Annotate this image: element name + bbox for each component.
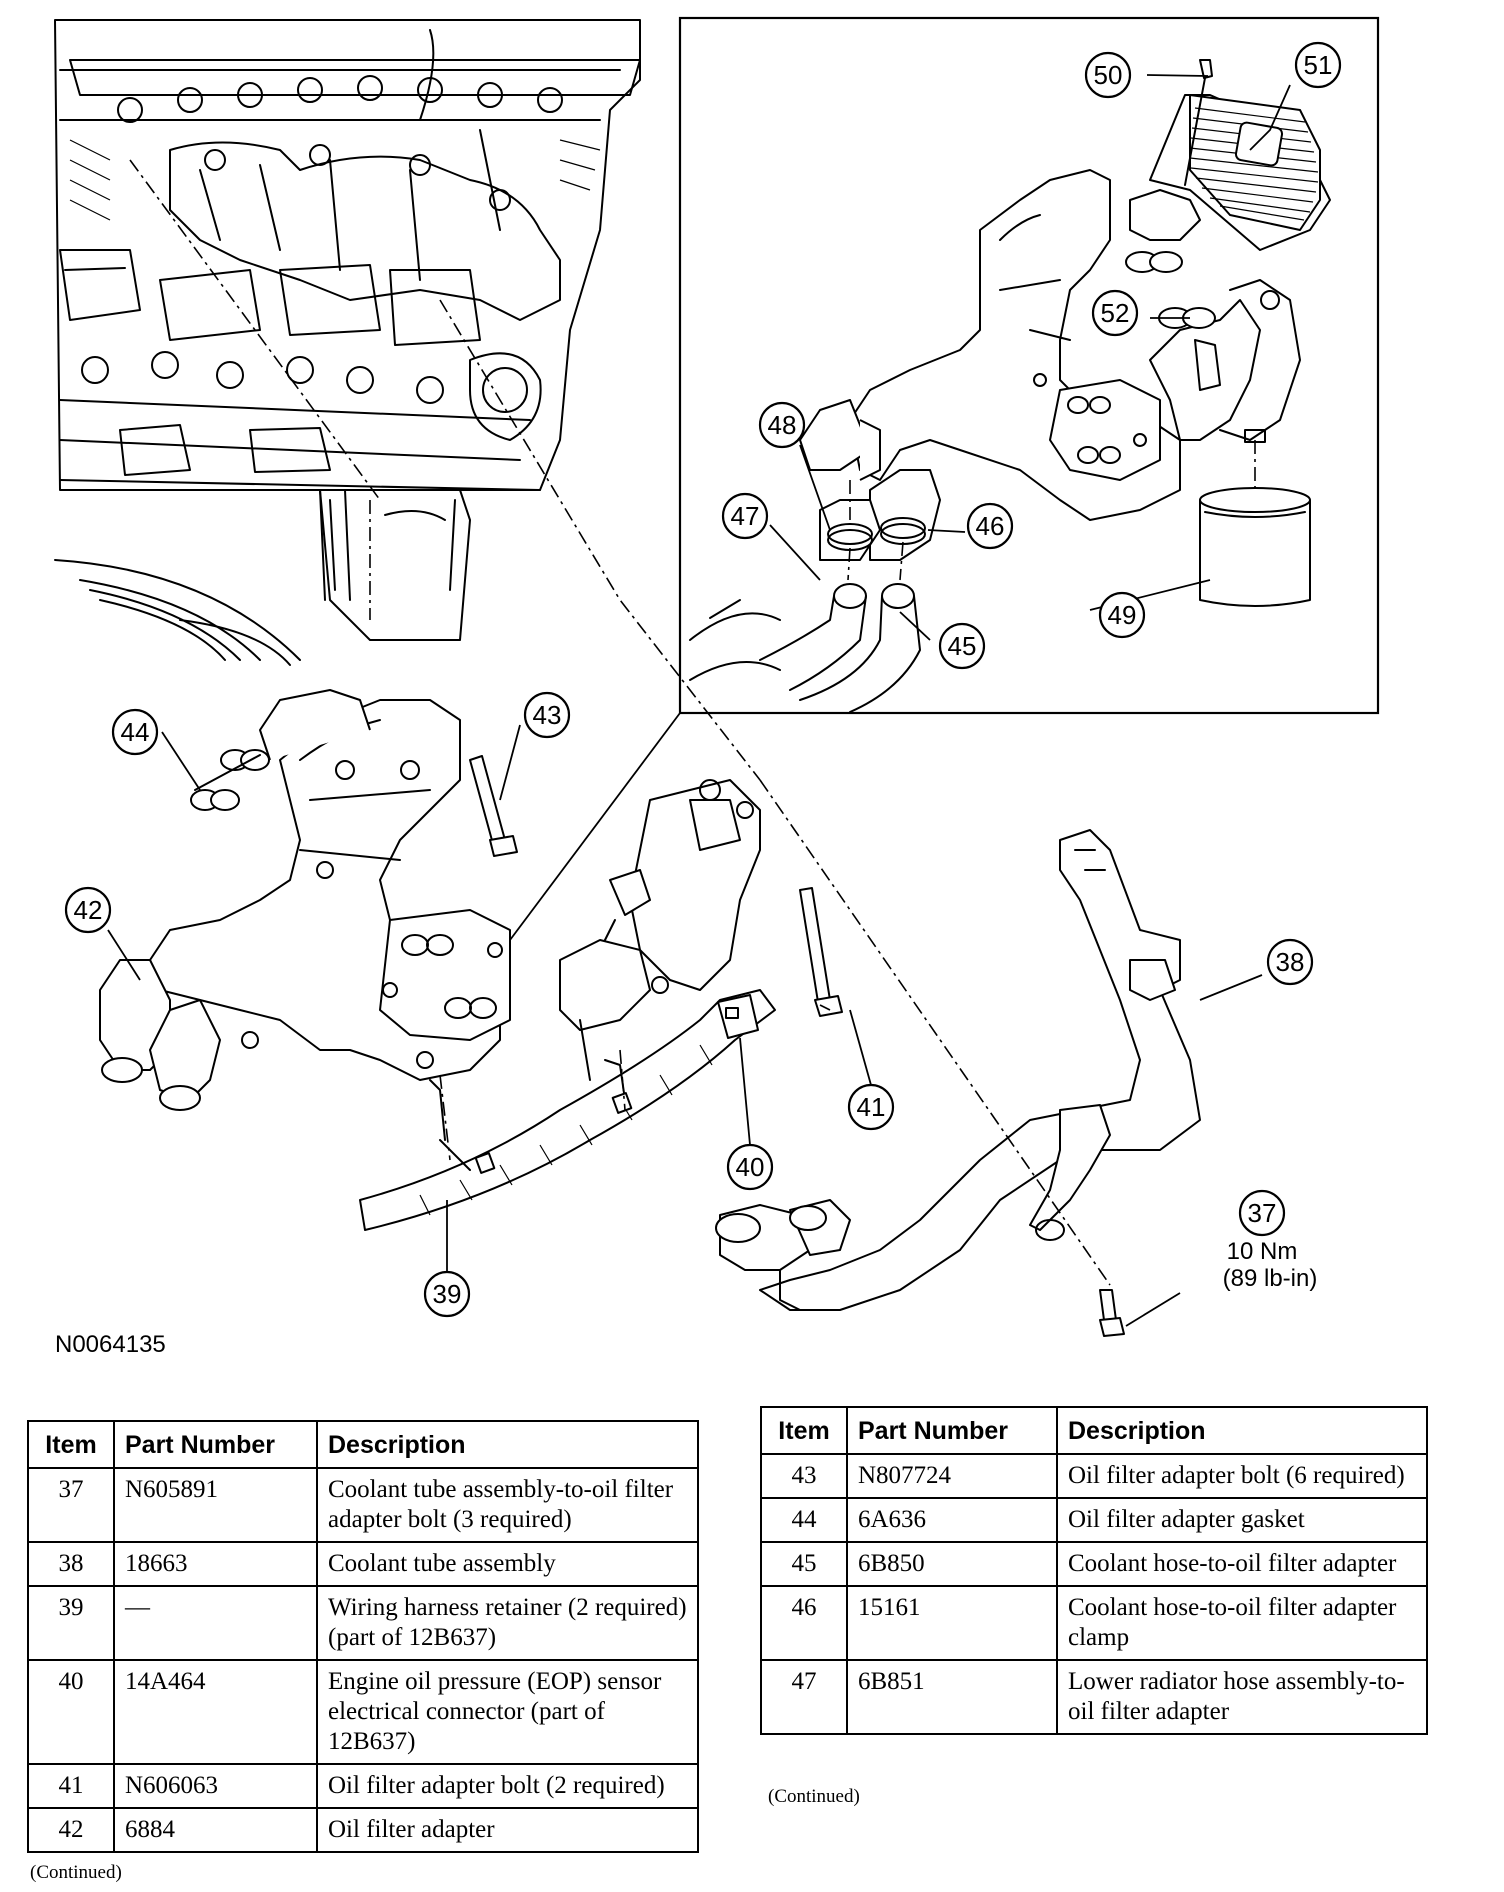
svg-text:41: 41 <box>857 1092 886 1122</box>
assembly-dash-lines <box>129 159 1111 1286</box>
cell-description: Oil filter adapter bolt (2 required) <box>316 1763 699 1809</box>
cell-item: 44 <box>760 1497 848 1543</box>
continued-note-left: (Continued) <box>30 1862 122 1883</box>
cell-part-number: N605891 <box>113 1467 318 1543</box>
cell-part-number: 18663 <box>113 1541 318 1587</box>
callout-leaders <box>107 74 1291 1327</box>
callout-52: 52 <box>1091 289 1139 337</box>
callout-40: 40 <box>726 1143 774 1191</box>
svg-text:49: 49 <box>1108 600 1137 630</box>
table-row: 38 18663 Coolant tube assembly <box>27 1541 699 1587</box>
torque-value-imperial: (89 lb-in) <box>1223 1265 1318 1292</box>
table-row: 39 — Wiring harness retainer (2 required… <box>27 1585 699 1661</box>
cell-description: Coolant hose-to-oil filter adapter clamp <box>1056 1585 1428 1661</box>
cell-description: Coolant hose-to-oil filter adapter <box>1056 1541 1428 1587</box>
cell-item: 38 <box>27 1541 115 1587</box>
cell-part-number: 6884 <box>113 1807 318 1853</box>
torque-value: 10 Nm <box>1227 1238 1298 1265</box>
svg-text:40: 40 <box>736 1152 765 1182</box>
table-row: 42 6884 Oil filter adapter <box>27 1807 699 1853</box>
table-row: 40 14A464 Engine oil pressure (EOP) sens… <box>27 1659 699 1765</box>
svg-text:47: 47 <box>731 501 760 531</box>
svg-text:38: 38 <box>1276 947 1305 977</box>
cell-item: 37 <box>27 1467 115 1543</box>
svg-text:51: 51 <box>1304 50 1333 80</box>
table-header-row: Item Part Number Description <box>760 1406 1428 1455</box>
cell-item: 46 <box>760 1585 848 1661</box>
cell-description: Coolant tube assembly-to-oil filter adap… <box>316 1467 699 1543</box>
svg-text:37: 37 <box>1248 1198 1277 1228</box>
table-row: 44 6A636 Oil filter adapter gasket <box>760 1497 1428 1543</box>
figure-id: N0064135 <box>55 1331 166 1358</box>
table-row: 41 N606063 Oil filter adapter bolt (2 re… <box>27 1763 699 1809</box>
cell-part-number: 6B850 <box>846 1541 1058 1587</box>
cell-part-number: 15161 <box>846 1585 1058 1661</box>
continued-note-right: (Continued) <box>768 1786 860 1807</box>
svg-text:46: 46 <box>976 511 1005 541</box>
callout-46: 46 <box>966 502 1014 550</box>
callout-45: 45 <box>938 622 986 670</box>
detail-inset-frame <box>678 16 1380 715</box>
svg-text:48: 48 <box>768 410 797 440</box>
svg-text:39: 39 <box>433 1279 462 1309</box>
svg-text:45: 45 <box>948 631 977 661</box>
cell-part-number: N606063 <box>113 1763 318 1809</box>
table-row: 47 6B851 Lower radiator hose assembly-to… <box>760 1659 1428 1735</box>
header-part-number: Part Number <box>846 1406 1058 1455</box>
parts-table-left: Item Part Number Description 37 N605891 … <box>27 1420 699 1853</box>
parts-table-right: Item Part Number Description 43 N807724 … <box>760 1406 1428 1735</box>
callout-50: 50 <box>1084 51 1132 99</box>
callout-39: 39 <box>423 1270 471 1318</box>
coolant-tube-assembly <box>715 829 1201 1337</box>
callout-38: 38 <box>1266 938 1314 986</box>
callout-42: 42 <box>64 886 112 934</box>
cell-item: 41 <box>27 1763 115 1809</box>
cell-description: Wiring harness retainer (2 required) (pa… <box>316 1585 699 1661</box>
cell-part-number: — <box>113 1585 318 1661</box>
callout-44: 44 <box>111 708 159 756</box>
table-header-row: Item Part Number Description <box>27 1420 699 1469</box>
cell-item: 45 <box>760 1541 848 1587</box>
header-description: Description <box>316 1420 699 1469</box>
cell-description: Oil filter adapter <box>316 1807 699 1853</box>
cell-description: Lower radiator hose assembly-to-oil filt… <box>1056 1659 1428 1735</box>
table-row: 43 N807724 Oil filter adapter bolt (6 re… <box>760 1453 1428 1499</box>
exploded-view-diagram: 37 38 39 40 41 42 43 44 45 46 47 48 49 5… <box>54 16 1380 1358</box>
callout-49: 49 <box>1098 591 1146 639</box>
cell-item: 42 <box>27 1807 115 1853</box>
cell-item: 43 <box>760 1453 848 1499</box>
callout-47: 47 <box>721 492 769 540</box>
header-item: Item <box>27 1420 115 1469</box>
svg-text:50: 50 <box>1094 60 1123 90</box>
cell-item: 40 <box>27 1659 115 1765</box>
inset-oil-filter-adapter <box>689 59 1331 713</box>
main-oil-filter-adapter <box>99 689 843 1231</box>
callout-43: 43 <box>523 691 571 739</box>
svg-text:44: 44 <box>121 717 150 747</box>
cell-description: Engine oil pressure (EOP) sensor electri… <box>316 1659 699 1765</box>
table-row: 45 6B850 Coolant hose-to-oil filter adap… <box>760 1541 1428 1587</box>
cell-item: 47 <box>760 1659 848 1735</box>
cell-item: 39 <box>27 1585 115 1661</box>
header-description: Description <box>1056 1406 1428 1455</box>
callout-48: 48 <box>758 401 806 449</box>
table-row: 46 15161 Coolant hose-to-oil filter adap… <box>760 1585 1428 1661</box>
svg-text:42: 42 <box>74 895 103 925</box>
svg-text:52: 52 <box>1101 298 1130 328</box>
cell-part-number: N807724 <box>846 1453 1058 1499</box>
cell-part-number: 6A636 <box>846 1497 1058 1543</box>
engine-block-illustration <box>54 19 641 666</box>
table-row: 37 N605891 Coolant tube assembly-to-oil … <box>27 1467 699 1543</box>
callout-37: 37 <box>1238 1189 1286 1237</box>
cell-description: Coolant tube assembly <box>316 1541 699 1587</box>
cell-description: Oil filter adapter gasket <box>1056 1497 1428 1543</box>
svg-text:43: 43 <box>533 700 562 730</box>
callout-41: 41 <box>847 1083 895 1131</box>
cell-part-number: 6B851 <box>846 1659 1058 1735</box>
cell-part-number: 14A464 <box>113 1659 318 1765</box>
callout-51: 51 <box>1294 41 1342 89</box>
cell-description: Oil filter adapter bolt (6 required) <box>1056 1453 1428 1499</box>
header-part-number: Part Number <box>113 1420 318 1469</box>
header-item: Item <box>760 1406 848 1455</box>
